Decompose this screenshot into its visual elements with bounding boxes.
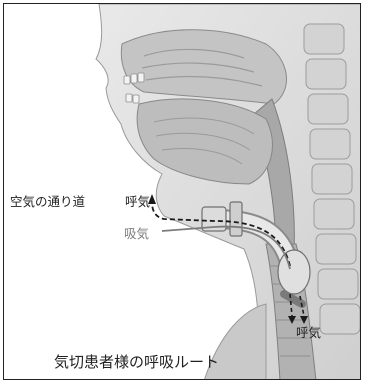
label-exhale-bottom: 呼気 <box>296 327 321 340</box>
caption: 気切患者様の呼吸ルート <box>54 351 219 372</box>
label-inhale: 吸気 <box>124 228 149 241</box>
illustration-frame: 空気の通り道 呼気 吸気 呼気 気切患者様の呼吸ルート <box>3 3 361 380</box>
airway-illustration <box>4 4 361 380</box>
label-airway: 空気の通り道 <box>10 196 85 209</box>
label-exhale-top: 呼気 <box>125 196 150 209</box>
